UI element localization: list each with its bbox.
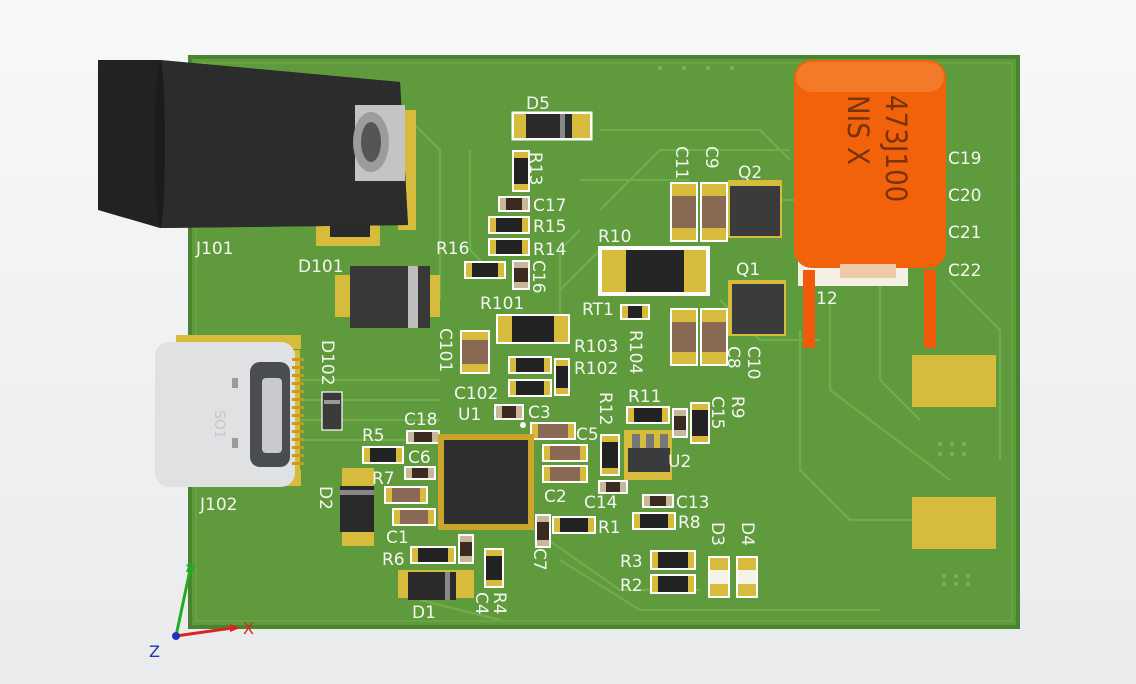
- label-C9: C9: [701, 146, 721, 169]
- silkscreen-labels: R13 C17 R15 R14 R16 C16 R101 C101 R103 C…: [315, 146, 982, 623]
- label-D3: D3: [707, 522, 727, 546]
- mosfet-Q2: [728, 180, 782, 238]
- diode-D5: [511, 111, 593, 141]
- label-R101: R101: [480, 294, 524, 314]
- label-C3: C3: [528, 403, 551, 423]
- label-J102: J102: [199, 495, 237, 515]
- label-R8: R8: [678, 513, 701, 533]
- label-C18: C18: [404, 410, 438, 430]
- label-C11: C11: [671, 146, 691, 180]
- label-C13: C13: [676, 493, 710, 513]
- label-U2: U2: [668, 452, 691, 472]
- diode-D101: [335, 266, 440, 328]
- label-C10: C10: [743, 346, 763, 380]
- label-R104: R104: [625, 330, 645, 374]
- label-D101: D101: [298, 257, 344, 277]
- label-C8: C8: [723, 346, 743, 369]
- label-C12-partial: 12: [816, 289, 838, 309]
- label-R4: R4: [489, 592, 509, 615]
- label-C14: C14: [584, 493, 618, 513]
- film-cap-marking-line2: NIS X: [841, 95, 875, 165]
- label-C7: C7: [529, 548, 549, 571]
- label-D5: D5: [526, 94, 550, 114]
- label-R6: R6: [382, 550, 405, 570]
- label-C1: C1: [386, 528, 409, 548]
- label-C2: C2: [544, 487, 567, 507]
- label-R10: R10: [598, 227, 631, 247]
- label-R1: R1: [598, 518, 621, 538]
- usb-marking: SO1: [211, 410, 227, 439]
- label-R5: R5: [362, 426, 385, 446]
- label-D4: D4: [737, 522, 757, 546]
- label-C22: C22: [948, 261, 982, 281]
- label-Q1: Q1: [736, 260, 760, 280]
- diode-D1: [398, 570, 474, 600]
- label-RT1: RT1: [582, 300, 614, 320]
- label-C19: C19: [948, 149, 982, 169]
- label-C16: C16: [528, 260, 548, 294]
- mosfet-Q1: [728, 280, 786, 336]
- label-J101: J101: [195, 239, 233, 259]
- diode-D2: [340, 468, 374, 546]
- axis-x-label: X: [243, 619, 254, 638]
- large-pads: [912, 355, 996, 549]
- label-D102: D102: [317, 340, 337, 386]
- axis-triad: Y X Z: [149, 561, 254, 661]
- label-D1: D1: [412, 603, 436, 623]
- label-R7: R7: [372, 469, 395, 489]
- label-C102: C102: [454, 384, 498, 404]
- axis-y-label: Y: [185, 561, 196, 580]
- label-R15: R15: [533, 217, 566, 237]
- label-C17: C17: [533, 196, 567, 216]
- label-C5: C5: [576, 425, 599, 445]
- label-R9: R9: [727, 396, 747, 419]
- ic-U1: [438, 422, 534, 530]
- label-D2: D2: [315, 486, 335, 510]
- label-C101: C101: [435, 328, 455, 372]
- label-R11: R11: [628, 387, 661, 407]
- label-R12: R12: [595, 392, 615, 425]
- label-R3: R3: [620, 552, 643, 572]
- label-C4: C4: [471, 592, 491, 615]
- label-Q2: Q2: [738, 163, 762, 183]
- tvs-D102: [321, 391, 343, 431]
- label-C6: C6: [408, 448, 431, 468]
- label-R2: R2: [620, 576, 643, 596]
- label-R16: R16: [436, 239, 469, 259]
- label-C21: C21: [948, 223, 982, 243]
- vias: [658, 66, 970, 586]
- label-U1: U1: [458, 405, 481, 425]
- label-R103: R103: [574, 337, 618, 357]
- label-R102: R102: [574, 359, 618, 379]
- film-capacitor: [794, 60, 946, 348]
- usb-c-J102: SO1: [155, 335, 304, 487]
- label-R14: R14: [533, 240, 566, 260]
- dc-jack-J101: [98, 60, 416, 246]
- label-C15: C15: [707, 396, 727, 430]
- film-cap-marking-line1: 473J100: [879, 95, 913, 202]
- label-R13: R13: [525, 152, 545, 185]
- ic-U2: [624, 430, 672, 480]
- axis-z-label: Z: [149, 642, 160, 661]
- passive-components: [362, 150, 758, 598]
- label-C20: C20: [948, 186, 982, 206]
